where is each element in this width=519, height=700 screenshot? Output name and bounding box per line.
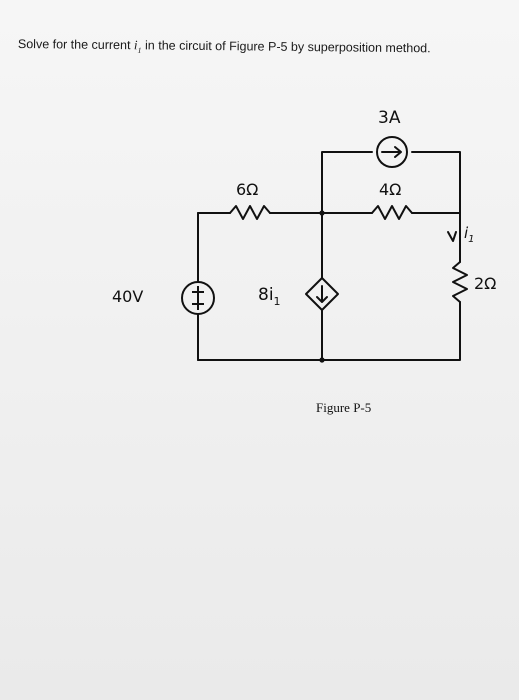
label-6-ohm: 6Ω [236,180,258,199]
label-i1: i1 [464,224,475,245]
figure-caption: Figure P-5 [316,400,372,415]
node-dot-bottom [319,357,325,363]
label-40v: 40V [112,287,143,306]
label-2-ohm: 2Ω [474,274,496,293]
label-4-ohm: 4Ω [379,180,401,199]
current-source-3a [376,136,408,168]
node-dot-top [319,210,325,216]
voltage-source-40v [181,281,215,315]
current-arrow-i1 [447,231,457,242]
wire-top-left [321,151,373,214]
label-dependent-source: 8i1 [258,285,281,308]
resistor-6-ohm [229,205,271,220]
resistor-2-ohm [452,261,468,303]
resistor-4-ohm [371,205,413,220]
label-3a: 3A [378,108,401,128]
wire-right-bottom [197,301,461,361]
dependent-current-source [305,277,339,311]
wire-right-top [411,212,461,263]
wire-top-right [411,151,461,214]
